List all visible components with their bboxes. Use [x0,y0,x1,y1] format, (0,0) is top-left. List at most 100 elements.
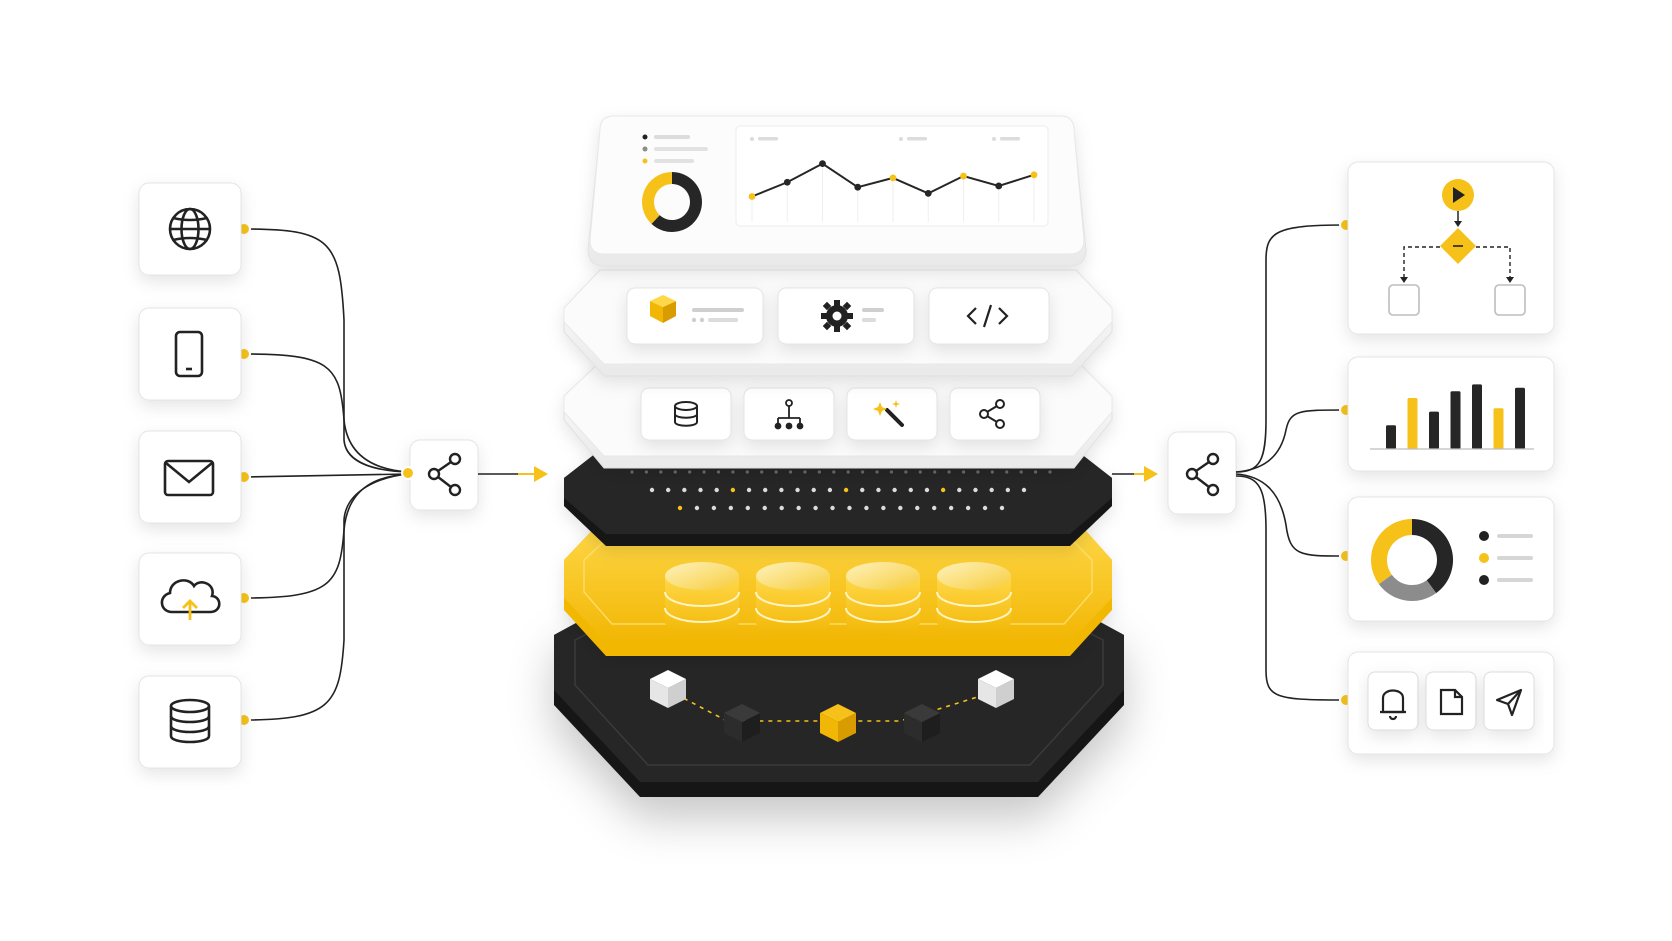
data-dot [990,470,994,474]
source-card-email[interactable] [138,430,242,524]
data-dot [843,487,849,493]
donut-segment [1378,574,1437,601]
data-dot [864,505,869,511]
output-card-donut[interactable] [1347,496,1555,622]
data-dot [730,487,736,493]
data-dot [817,470,821,474]
data-dot [649,487,655,493]
tool-card-hierarchy[interactable] [743,387,835,441]
data-dot [989,487,994,493]
bell-icon [1380,689,1406,721]
data-dot [947,470,951,474]
source-card-web[interactable] [138,182,242,276]
output-flow-arrow [1112,466,1158,482]
tool-card-magic[interactable] [846,387,938,441]
data-dot [999,505,1005,511]
output-card-bar-chart[interactable] [1347,356,1555,472]
data-dot [827,487,833,493]
play-icon [1442,179,1474,211]
source-card-mobile[interactable] [138,307,242,401]
data-dot [875,470,879,474]
data-dot [762,505,767,511]
data-dot [630,470,634,474]
mail-icon [163,459,215,497]
action-document[interactable] [1425,671,1477,731]
data-dot [746,487,752,493]
source-card-cloud[interactable] [138,552,242,646]
data-dot [915,505,920,511]
cloud-upload-icon [160,579,221,620]
source-card-database[interactable] [138,675,242,769]
donut-segment [1371,519,1413,585]
data-dot [779,505,784,511]
data-dot [908,487,913,493]
donut-segment [642,172,673,224]
line-point [889,174,897,182]
cube-icon [650,295,676,323]
data-dot [698,487,703,493]
data-dot [659,470,663,474]
data-dot [860,487,865,493]
dashboard-line-chart [735,125,1049,227]
data-dot [788,470,793,474]
data-dot [918,470,922,474]
data-dot [702,470,706,474]
data-dot [957,487,962,493]
data-dot [779,487,784,493]
send-icon [1495,688,1523,717]
action-send[interactable] [1483,671,1535,731]
stack-layer-services [563,269,1113,377]
data-dot [644,470,649,474]
output-card-actions[interactable] [1347,651,1555,755]
tool-card-share[interactable] [949,387,1041,441]
output-card-workflow[interactable] [1347,161,1555,335]
source-connectors [243,228,409,721]
cube-node-icon [904,704,940,742]
data-dot [973,487,978,493]
input-hub[interactable] [401,439,479,511]
data-dot [932,505,937,511]
bar [1450,391,1461,449]
bar [1429,411,1439,449]
line-point [960,172,967,180]
line-point [995,182,1003,190]
magic-wand-icon [873,400,904,427]
data-dot [673,470,677,474]
data-dot [961,470,966,474]
bar [1407,398,1418,449]
data-dot [889,470,894,474]
donut-segment [651,172,702,232]
data-dot [892,487,897,493]
output-hub[interactable] [1167,431,1237,515]
share-nodes-icon [1185,452,1220,497]
dashboard-donut-chart [642,172,702,232]
output-connectors [1235,224,1345,701]
tool-card-database[interactable] [640,387,732,441]
cube-node-icon [650,670,686,708]
service-card-component[interactable] [626,287,764,345]
donut-segment [1411,519,1453,594]
bar-chart [1386,384,1525,449]
cube-node-icon [978,670,1014,708]
data-dot [716,470,721,474]
data-dot [714,487,719,493]
action-bell[interactable] [1367,671,1419,731]
data-dot [948,505,954,511]
data-dot [933,470,937,474]
service-card-settings[interactable] [777,287,915,345]
service-card-code[interactable] [928,287,1050,345]
data-dot [924,487,930,493]
cube-node-icon [820,704,856,742]
donut-chart [1371,519,1453,601]
data-dot [711,505,717,511]
data-dot [1005,470,1009,474]
data-dot [731,470,735,474]
share-nodes-icon [427,452,462,497]
input-flow-arrow [478,466,548,482]
stack-layer-storage [564,522,1112,656]
data-dot [813,505,818,511]
data-dot [976,470,980,474]
line-point [1030,171,1038,179]
data-dot [982,505,988,511]
